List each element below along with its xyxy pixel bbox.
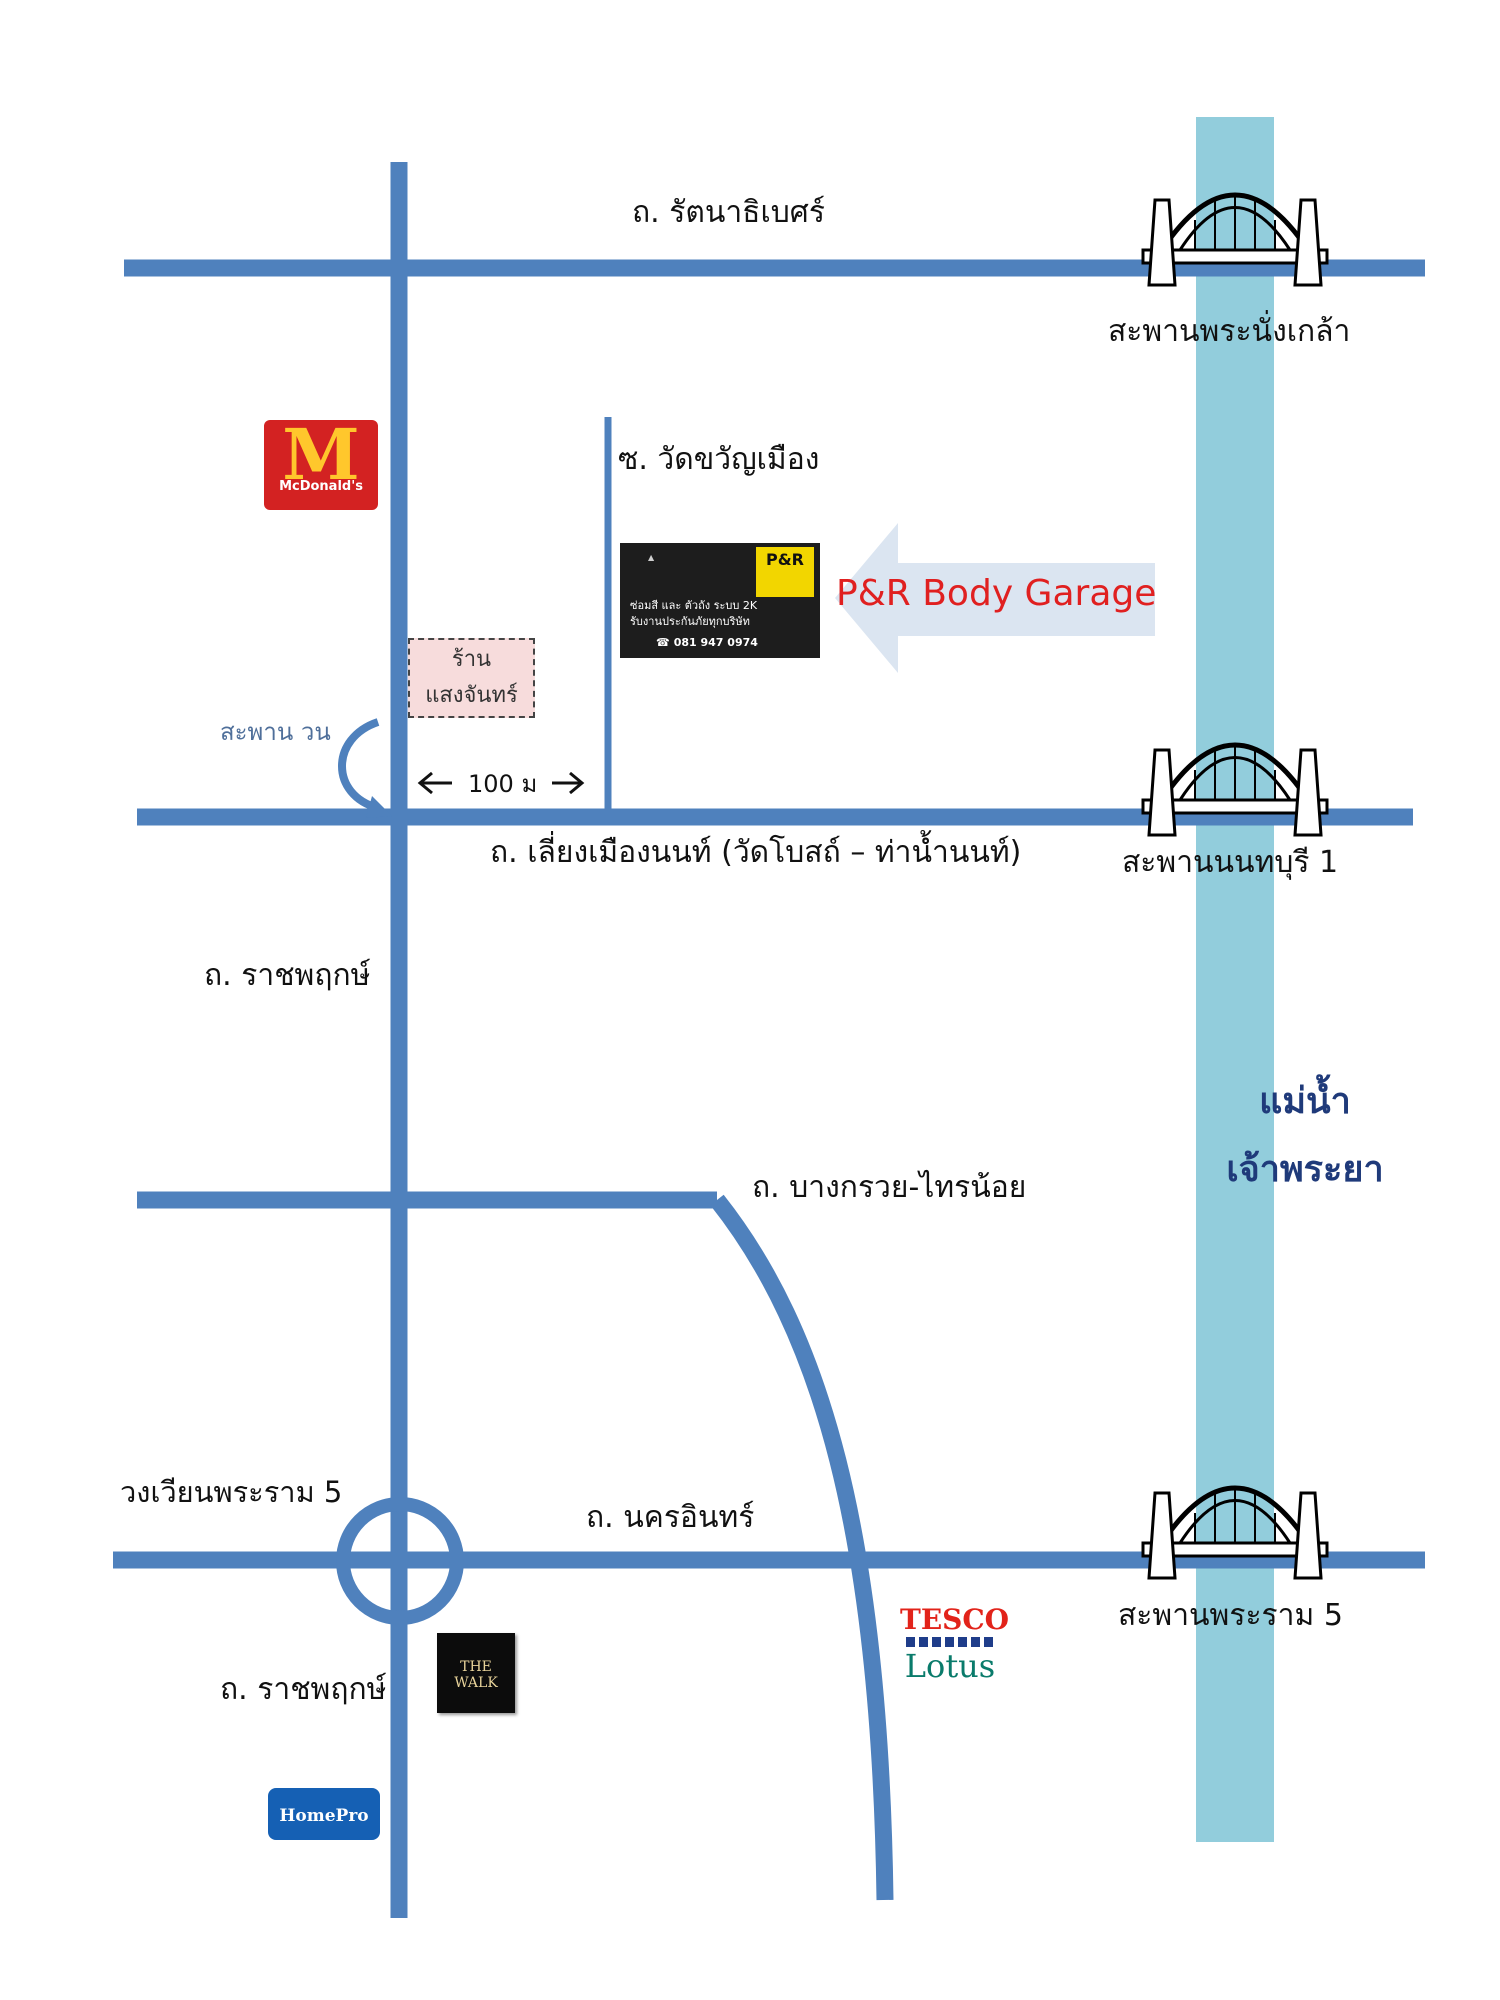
tesco-lotus-logo: TESCO Lotus	[900, 1603, 1010, 1685]
tesco-stripes-icon	[906, 1637, 994, 1647]
roundabout-rama-5	[336, 1497, 464, 1625]
homepro-text: HomePro	[279, 1806, 369, 1826]
label-destination: P&R Body Garage	[836, 573, 1157, 614]
label-river-line2: เจ้าพระยา	[1226, 1149, 1384, 1191]
phone-icon: ☎	[656, 636, 670, 649]
bridge-rama-5-icon	[1141, 1485, 1329, 1580]
bridge-phra-nang-klao-icon	[1141, 192, 1329, 287]
sign-small-crest: ▲	[648, 553, 655, 562]
the-walk-logo: THE WALK	[437, 1633, 515, 1713]
lotus-text: Lotus	[904, 1647, 996, 1685]
shop-saeng-chan: ร้าน แสงจันทร์	[408, 638, 535, 718]
sign-phone-number: 081 947 0974	[673, 636, 758, 649]
mcdonalds-logo: M McDonald's	[264, 420, 378, 510]
label-river-line1: แม่น้ำ	[1259, 1081, 1351, 1122]
homepro-logo: HomePro	[268, 1788, 380, 1840]
road-network	[113, 162, 1425, 1918]
sign-line1: ซ่อมสี และ ตัวถัง ระบบ 2K	[630, 599, 758, 612]
label-roundabout-rama-5: วงเวียนพระราม 5	[120, 1475, 343, 1509]
label-bang-kruai-sai-noi-road: ถ. บางกรวย-ไทรน้อย	[752, 1170, 1027, 1205]
label-liang-mueang-road: ถ. เลี่ยงเมืองนนท์ (วัดโบสถ์ – ท่าน้ำนนท…	[490, 835, 1022, 870]
sign-phone: ☎081 947 0974	[656, 636, 758, 650]
u-turn-arrow	[338, 718, 380, 812]
label-ratchaphruek-road-upper: ถ. ราชพฤกษ์	[204, 958, 371, 993]
garage-signboard: ▲ P&R ซ่อมสี และ ตัวถัง ระบบ 2K รับงานปร…	[620, 543, 820, 658]
tesco-text: TESCO	[900, 1603, 1010, 1636]
shop-line2: แสงจันทร์	[425, 683, 518, 708]
label-u-turn-bridge: สะพาน วน	[220, 718, 331, 746]
bridge-nonthaburi-1-icon	[1141, 742, 1329, 837]
sign-line2: รับงานประกันภัยทุกบริษัท	[630, 615, 750, 628]
u-turn-arrowhead	[366, 796, 392, 818]
label-phra-nang-klao-bridge: สะพานพระนั่งเกล้า	[1108, 314, 1351, 349]
sign-pr-logo: P&R	[756, 547, 814, 597]
mcdonalds-arches-icon: M	[282, 413, 360, 496]
label-soi-wat-khwan-mueang: ซ. วัดขวัญเมือง	[618, 442, 820, 477]
label-river: แม่น้ำ เจ้าพระยา	[1170, 1068, 1440, 1205]
destination-arrow	[835, 523, 1155, 673]
label-distance: 100 ม	[468, 770, 538, 798]
chao-phraya-river	[1196, 117, 1274, 1842]
mcdonalds-text: McDonald's	[279, 479, 363, 494]
label-ratchaphruek-road-lower: ถ. ราชพฤกษ์	[220, 1672, 387, 1707]
distance-arrows	[417, 771, 585, 795]
label-nakhon-in-road: ถ. นครอินทร์	[586, 1500, 755, 1535]
label-rama-5-bridge: สะพานพระราม 5	[1118, 1598, 1343, 1633]
label-rattanathibet-road: ถ. รัตนาธิเบศร์	[632, 195, 825, 230]
label-nonthaburi-1-bridge: สะพานนนทบุรี 1	[1122, 845, 1339, 880]
road-bang-kruai-curve	[710, 1194, 894, 1901]
shop-line1: ร้าน	[451, 647, 492, 672]
the-walk-text: THE WALK	[454, 1659, 498, 1691]
